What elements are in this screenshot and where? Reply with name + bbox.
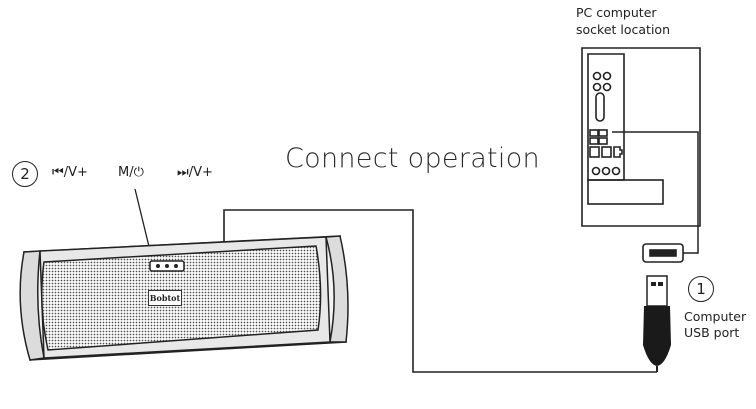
pc-socket-label: PC computer socket location: [576, 4, 670, 38]
pc-cable: [612, 131, 699, 254]
usb-label-line1: Computer: [684, 309, 747, 324]
step-1-badge: 1: [688, 276, 714, 302]
speaker-cable: [223, 209, 657, 373]
diagram-title: Connect operation: [285, 143, 540, 174]
pc-label-line1: PC computer: [576, 5, 657, 20]
next-volume-label: ⏭/V+: [177, 165, 213, 180]
pc-tower: [581, 47, 701, 227]
speaker-bar: [19, 235, 349, 361]
pc-label-line2: socket location: [576, 22, 670, 37]
step-2-badge: 2: [12, 161, 38, 187]
prev-volume-up-label: ⏮/V+: [52, 165, 88, 180]
usb-socket: [642, 243, 684, 263]
usb-label-line2: USB port: [684, 325, 740, 340]
usb-port-label: Computer USB port: [684, 309, 746, 341]
usb-plug: [643, 275, 671, 372]
speaker-brand-logo: Bobtot: [148, 290, 182, 306]
mode-power-label: M/⏻: [118, 165, 144, 180]
